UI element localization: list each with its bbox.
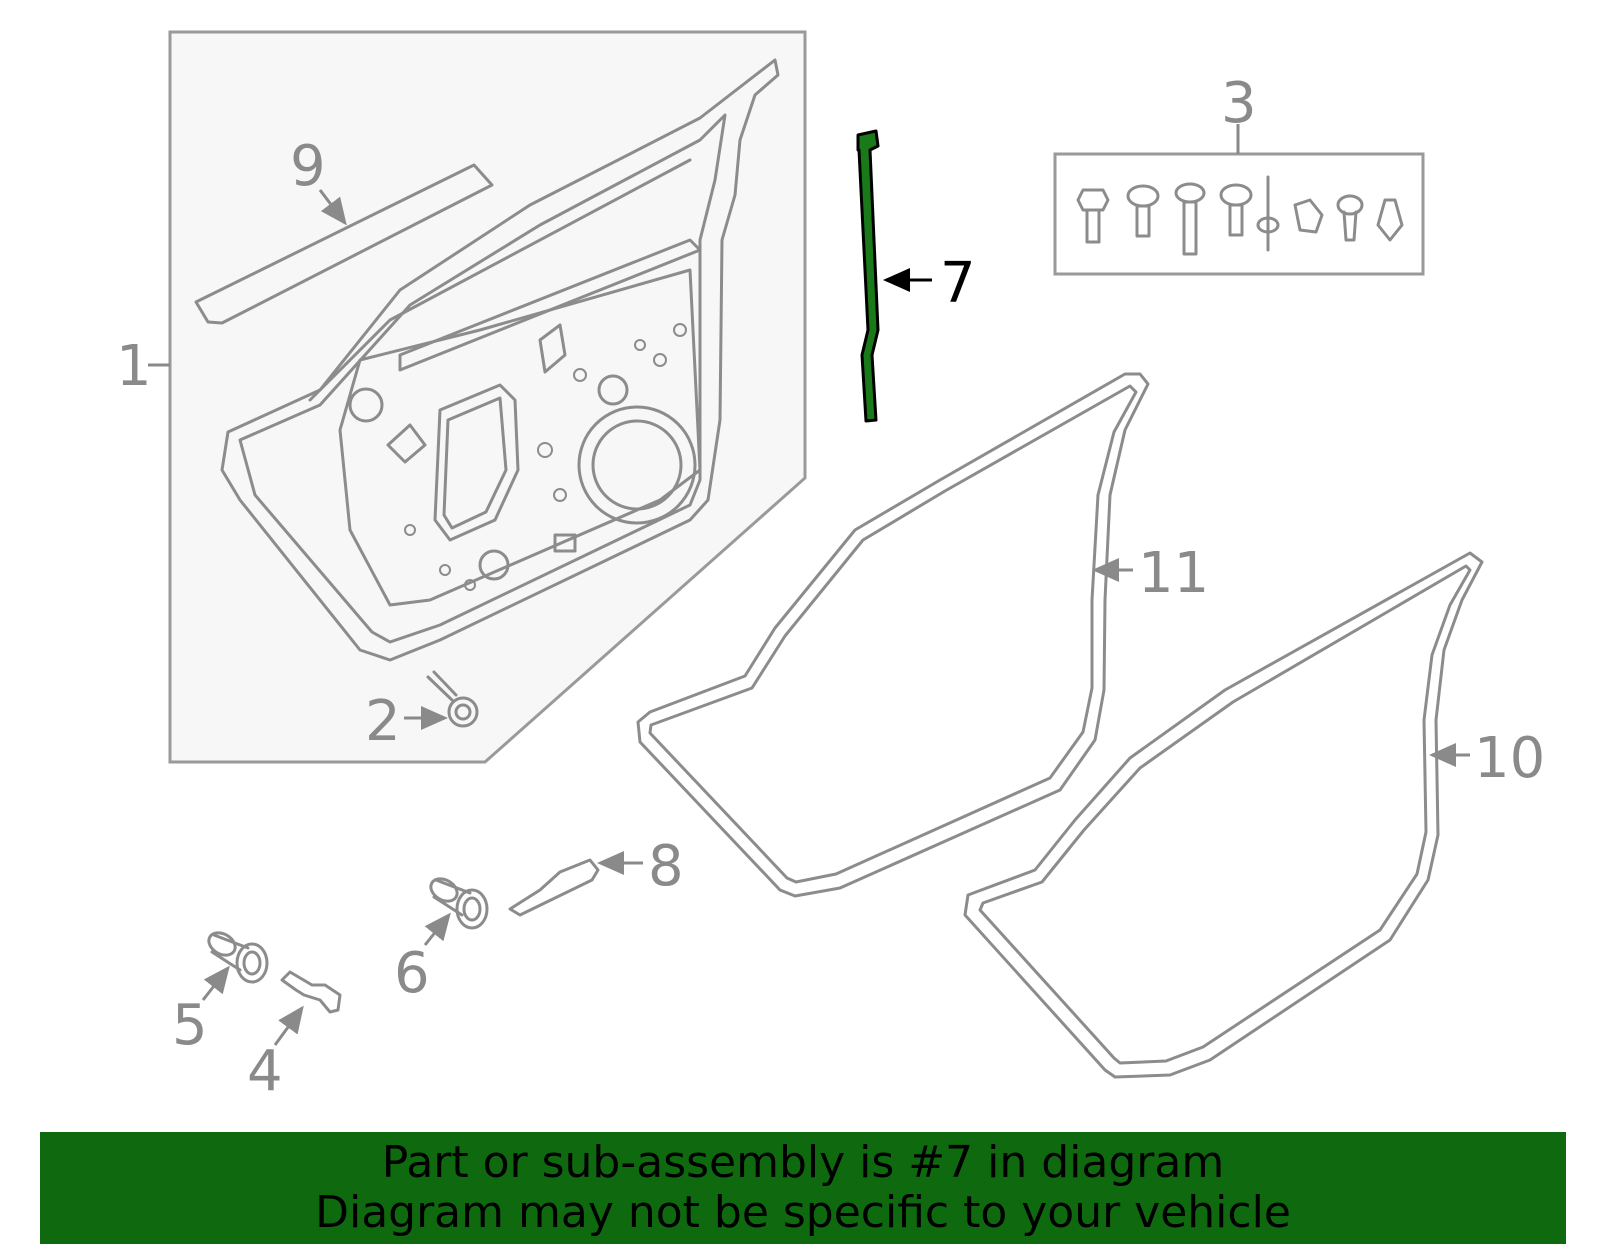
callout-11: 11 bbox=[1138, 541, 1209, 606]
callout-7: 7 bbox=[940, 251, 976, 316]
part-1-door-shell[interactable] bbox=[220, 58, 780, 662]
part-5-plug[interactable] bbox=[205, 928, 269, 984]
part-3-hardware-kit[interactable] bbox=[1053, 124, 1425, 276]
callout-2: 2 bbox=[365, 689, 401, 754]
part-8-trim[interactable] bbox=[508, 858, 600, 917]
fastener-screw-2 bbox=[1126, 184, 1160, 238]
callout-5: 5 bbox=[172, 993, 208, 1058]
info-banner: Part or sub-assembly is #7 in diagram Di… bbox=[40, 1132, 1566, 1244]
callout-1: 1 bbox=[116, 334, 152, 399]
callout-4: 4 bbox=[247, 1039, 283, 1104]
callout-6: 6 bbox=[394, 941, 430, 1006]
part-2-bolt[interactable] bbox=[426, 670, 479, 728]
callout-3: 3 bbox=[1221, 71, 1257, 136]
banner-line-1: Part or sub-assembly is #7 in diagram bbox=[381, 1137, 1225, 1188]
fastener-screw-4 bbox=[1219, 183, 1253, 237]
callout-numbers: 1 2 3 4 5 6 7 8 9 10 11 bbox=[116, 71, 1545, 1104]
fastener-rivet-5 bbox=[1256, 175, 1280, 252]
fastener-clip-6 bbox=[1293, 198, 1324, 234]
fastener-clip-8 bbox=[1376, 198, 1404, 242]
callout-8: 8 bbox=[648, 834, 684, 899]
fastener-clip-7 bbox=[1336, 194, 1364, 242]
part-7-weatherstrip[interactable] bbox=[856, 129, 880, 423]
callout-10: 10 bbox=[1474, 726, 1545, 791]
callout-9: 9 bbox=[290, 134, 326, 199]
part-11-door-seal[interactable] bbox=[636, 372, 1150, 898]
door-assembly-box bbox=[168, 30, 807, 764]
leader-lines bbox=[148, 189, 1470, 1046]
part-10-body-seal[interactable] bbox=[963, 551, 1484, 1079]
part-4-clip[interactable] bbox=[280, 970, 342, 1014]
part-6-plug[interactable] bbox=[427, 874, 489, 930]
fastener-screw-3 bbox=[1174, 182, 1206, 256]
fastener-bolt-1 bbox=[1076, 188, 1110, 244]
part-9-belt-strip[interactable] bbox=[194, 163, 494, 325]
banner-line-2: Diagram may not be specific to your vehi… bbox=[315, 1187, 1291, 1238]
